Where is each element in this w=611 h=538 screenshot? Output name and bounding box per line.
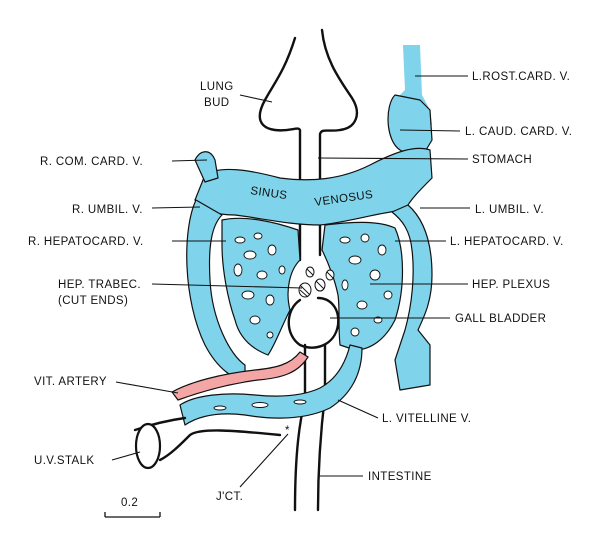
uv-stalk-label: U.V.STALK xyxy=(34,455,95,467)
lung-bud-outline xyxy=(258,36,302,202)
lung-bud-label-line1: LUNG xyxy=(200,81,234,93)
l-umbil-vessel xyxy=(391,204,433,391)
l-vitelline-vessel xyxy=(179,344,363,426)
lung-bud-outline-right xyxy=(318,28,359,202)
uv-stalk-cut-end xyxy=(134,422,162,470)
uv-stalk-outline xyxy=(133,416,187,432)
l-hepatic-plexus xyxy=(321,221,404,351)
gall-bladder-outline xyxy=(287,296,340,349)
r-hepatocard-label: R. HEPATOCARD. V. xyxy=(28,236,144,248)
l-vitelline-label: L. VITELLINE V. xyxy=(382,413,471,425)
l-hepatocard-label: L. HEPATOCARD. V. xyxy=(450,236,564,248)
hep-trabec-cut-ends xyxy=(298,266,335,298)
uv-stalk xyxy=(133,416,282,470)
labels: LUNG BUD L.ROST.CARD. V. L. CAUD. CARD. … xyxy=(28,71,572,503)
scale-bar: 0.2 xyxy=(104,497,161,518)
uv-stalk-outline-lower xyxy=(158,429,282,462)
jct-marker: * xyxy=(285,425,290,437)
intestine-outline-right xyxy=(316,343,327,512)
vit-artery-label: VIT. ARTERY xyxy=(34,376,107,388)
jct-label: J'CT. xyxy=(216,491,243,503)
hepatic-plexus-holes xyxy=(213,232,393,411)
r-com-card-vessel xyxy=(194,151,219,183)
r-umbil-label: R. UMBIL. V. xyxy=(72,204,143,216)
l-caud-card-label: L. CAUD. CARD. V. xyxy=(465,126,572,138)
vit-artery-vessel xyxy=(171,351,309,401)
lung-bud-label-line2: BUD xyxy=(204,97,229,109)
scale-bar-label: 0.2 xyxy=(121,497,138,509)
sinus-venosus-vessel xyxy=(194,147,433,226)
hep-trabec-label-line2: (CUT ENDS) xyxy=(58,295,128,307)
intestine-label: INTESTINE xyxy=(368,471,432,483)
l-rost-card-label: L.ROST.CARD. V. xyxy=(472,71,570,83)
hep-plexus-label: HEP. PLEXUS xyxy=(472,279,550,291)
gall-bladder-label: GALL BLADDER xyxy=(455,313,546,325)
hep-trabec-label-line1: HEP. TRABEC. xyxy=(58,279,141,291)
stomach-label: STOMACH xyxy=(472,154,532,166)
r-com-card-label: R. COM. CARD. V. xyxy=(40,156,143,168)
l-umbil-label: L. UMBIL. V. xyxy=(475,204,544,216)
sinus-label: SINUS xyxy=(250,185,288,202)
